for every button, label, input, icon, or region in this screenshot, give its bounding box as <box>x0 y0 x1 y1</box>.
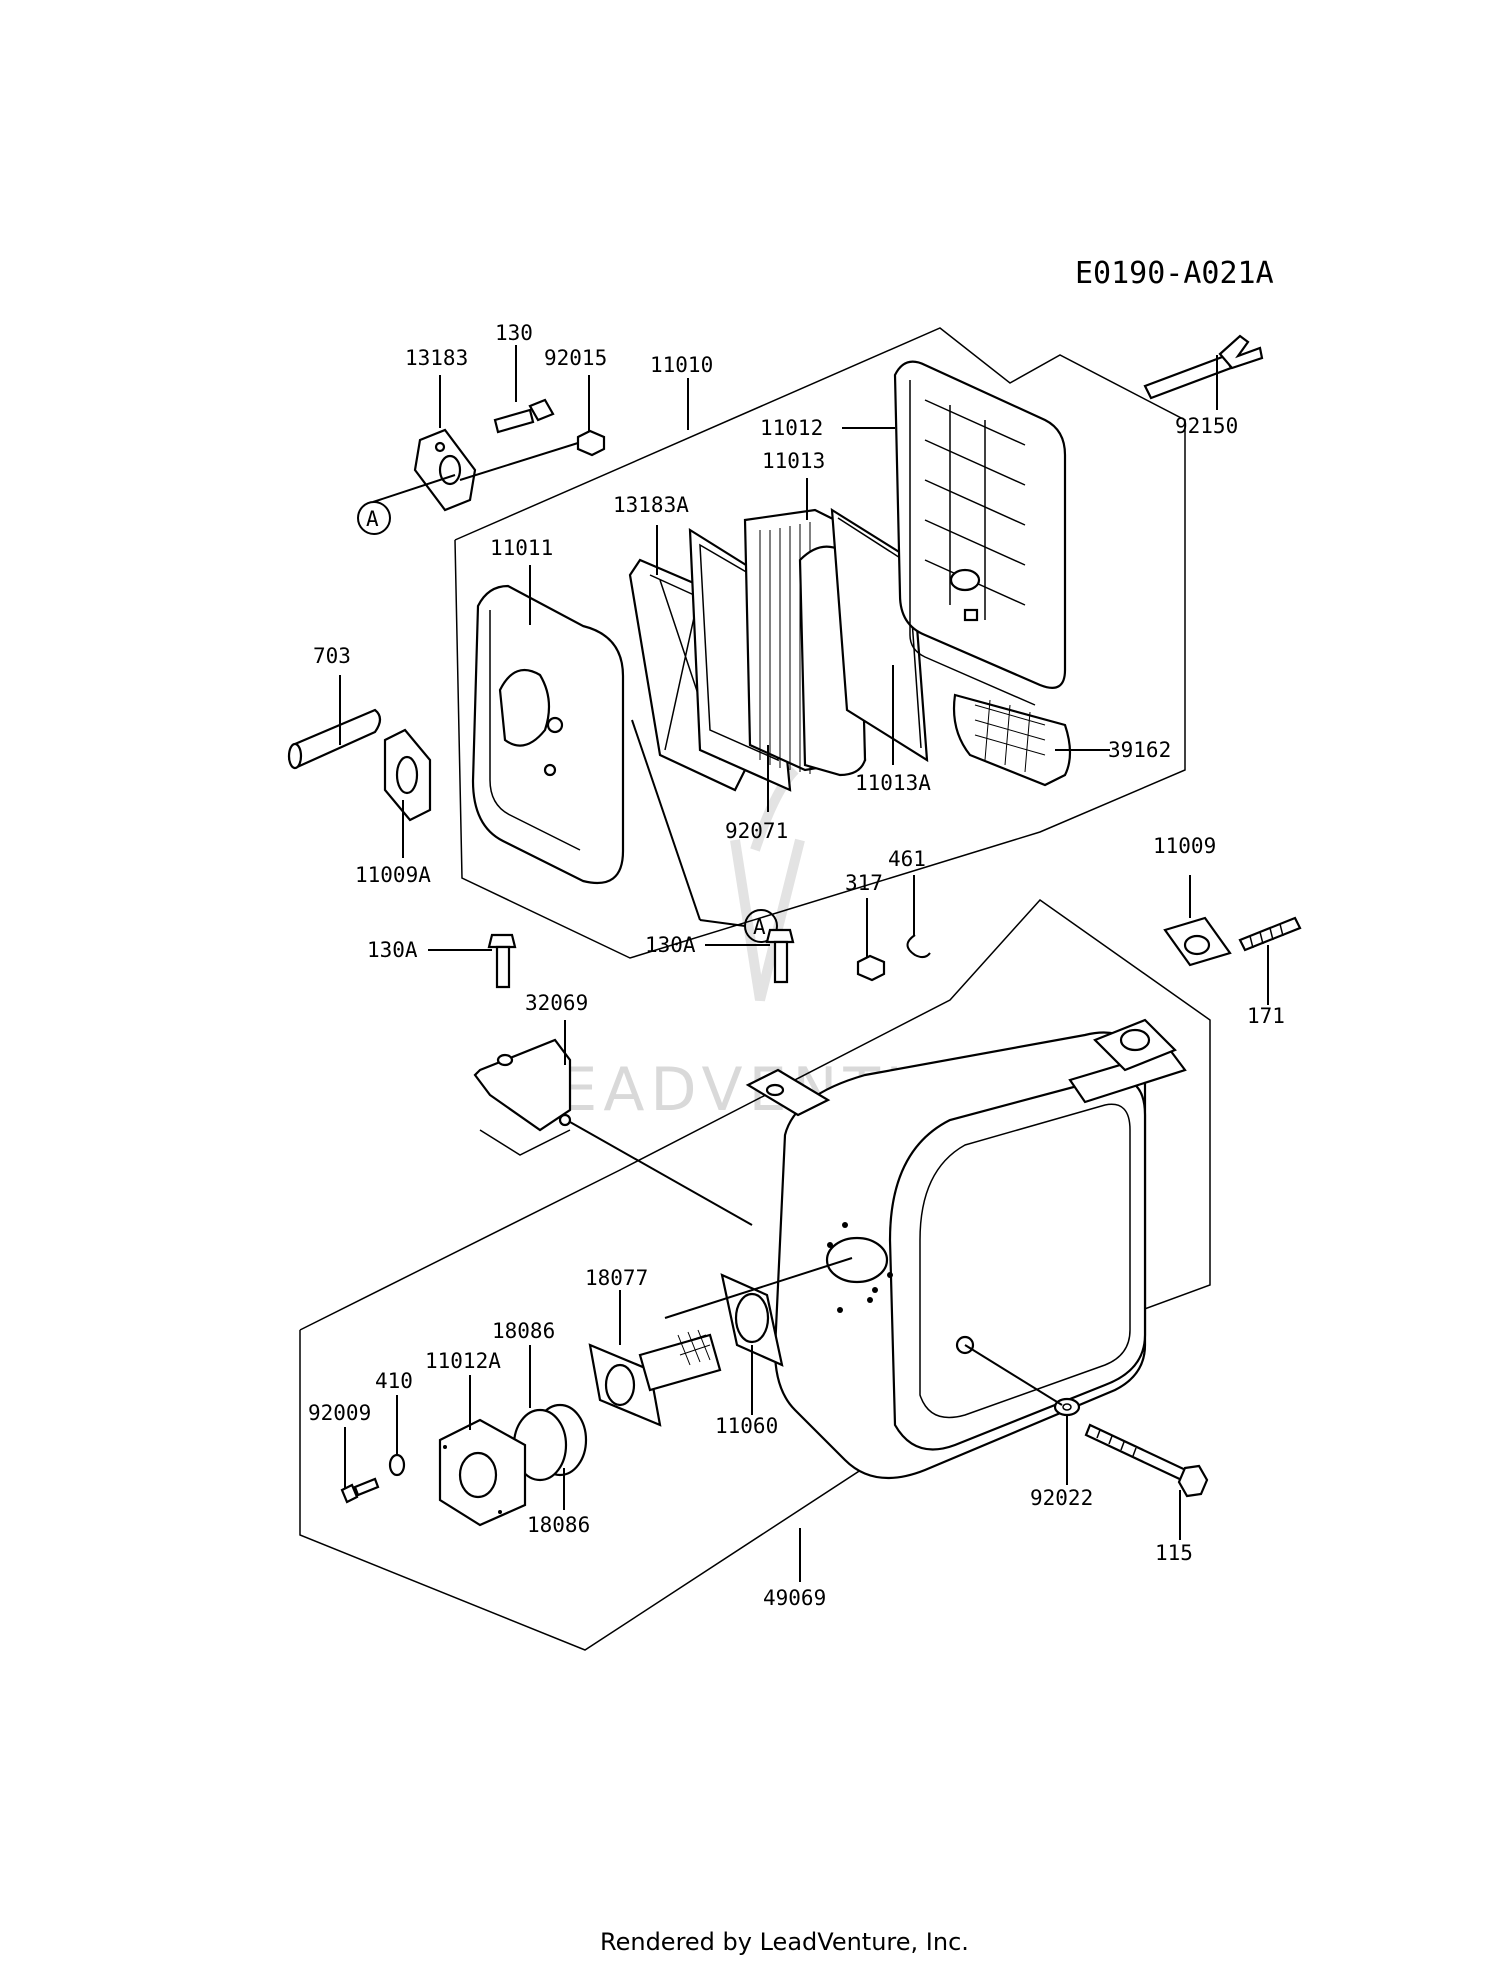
label-171: 171 <box>1247 1004 1285 1028</box>
label-32069: 32069 <box>525 991 588 1015</box>
exhaust-pipe <box>1068 1018 1187 1104</box>
diagram-code: E0190-A021A <box>1075 256 1274 291</box>
label-11009: 11009 <box>1153 834 1216 858</box>
cleaner-base-11011 <box>471 584 625 885</box>
label-92022: 92022 <box>1030 1486 1093 1510</box>
stud-171 <box>1238 916 1302 952</box>
label-92150: 92150 <box>1175 414 1238 438</box>
label-11012A: 11012A <box>425 1349 501 1373</box>
label-13183A: 13183A <box>613 493 689 517</box>
cap-18086 <box>512 1403 588 1482</box>
cover-11012 <box>893 360 1067 706</box>
label-18086-top: 18086 <box>492 1319 555 1343</box>
bolt-130 <box>493 398 555 434</box>
pipe-703 <box>287 708 382 770</box>
muffler-49069 <box>773 1031 1147 1480</box>
part-labels: 13183 130 92015 11010 11012 92150 11013 … <box>308 321 1285 1610</box>
washer-92022 <box>1053 1397 1081 1417</box>
screw-92009 <box>340 1477 380 1504</box>
label-11012: 11012 <box>760 416 823 440</box>
bracket-32069 <box>473 1038 572 1156</box>
bolt-130A-left <box>487 933 517 989</box>
spark-arrester-18077 <box>588 1329 722 1427</box>
gasket-11009A <box>383 728 432 822</box>
label-18077: 18077 <box>585 1266 648 1290</box>
nut-317 <box>856 954 886 982</box>
cover-11012A <box>438 1418 527 1527</box>
air-cleaner-outline <box>454 327 1186 959</box>
label-11060: 11060 <box>715 1414 778 1438</box>
gasket-11060 <box>720 1273 784 1367</box>
label-18086-bottom: 18086 <box>527 1513 590 1537</box>
label-115: 115 <box>1155 1541 1193 1565</box>
leader-lines <box>339 345 1269 1582</box>
label-49069: 49069 <box>763 1586 826 1610</box>
label-317: 317 <box>845 871 883 895</box>
ref-marker-a-top-text: A <box>366 507 379 531</box>
wing-bolt-92150 <box>1143 334 1264 400</box>
intake-duct-39162 <box>952 693 1072 787</box>
label-11013A: 11013A <box>855 771 931 795</box>
bracket-13183 <box>413 428 477 512</box>
gasket-11009 <box>1163 916 1232 967</box>
label-92071: 92071 <box>725 819 788 843</box>
bolt-115 <box>1084 1423 1209 1498</box>
bolt-130A-mid <box>765 928 795 984</box>
label-11009A: 11009A <box>355 863 431 887</box>
label-11010: 11010 <box>650 353 713 377</box>
label-11011: 11011 <box>490 536 553 560</box>
label-13183: 13183 <box>405 346 468 370</box>
footer-credit: Rendered by LeadVenture, Inc. <box>600 1928 969 1956</box>
label-461: 461 <box>888 847 926 871</box>
label-11013: 11013 <box>762 449 825 473</box>
label-410: 410 <box>375 1369 413 1393</box>
label-92015: 92015 <box>544 346 607 370</box>
ref-marker-a-bottom-text: A <box>753 915 766 939</box>
label-130A-left: 130A <box>367 938 418 962</box>
ref-marker-a-top: A <box>357 501 391 535</box>
muffler-tab <box>745 1068 831 1117</box>
label-130A-mid: 130A <box>645 933 696 957</box>
label-92009: 92009 <box>308 1401 371 1425</box>
label-130: 130 <box>495 321 533 345</box>
label-703: 703 <box>313 644 351 668</box>
clip-461 <box>906 934 931 959</box>
nut-92015 <box>576 429 606 457</box>
washer-410 <box>388 1453 406 1477</box>
label-39162: 39162 <box>1108 738 1171 762</box>
